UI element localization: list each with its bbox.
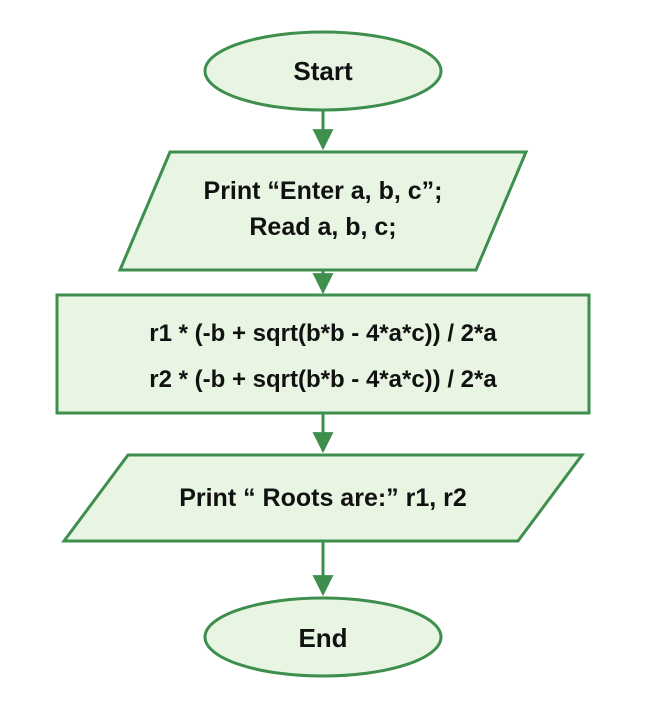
- input-line-1: Print “Enter a, b, c”;: [204, 177, 443, 205]
- output-parallelogram: [61, 453, 585, 543]
- process-box: [55, 293, 591, 415]
- process-line-2: r2 * (-b + sqrt(b*b - 4*a*c)) / 2*a: [149, 366, 497, 393]
- end-terminal: [203, 596, 443, 678]
- output-label: Print “ Roots are:” r1, r2: [179, 484, 467, 512]
- start-terminal: [203, 30, 443, 112]
- start-label: Start: [293, 56, 353, 86]
- input-line-2: Read a, b, c;: [249, 213, 396, 241]
- input-parallelogram: [117, 150, 529, 272]
- process-line-1: r1 * (-b + sqrt(b*b - 4*a*c)) / 2*a: [149, 320, 497, 347]
- end-label: End: [298, 623, 347, 653]
